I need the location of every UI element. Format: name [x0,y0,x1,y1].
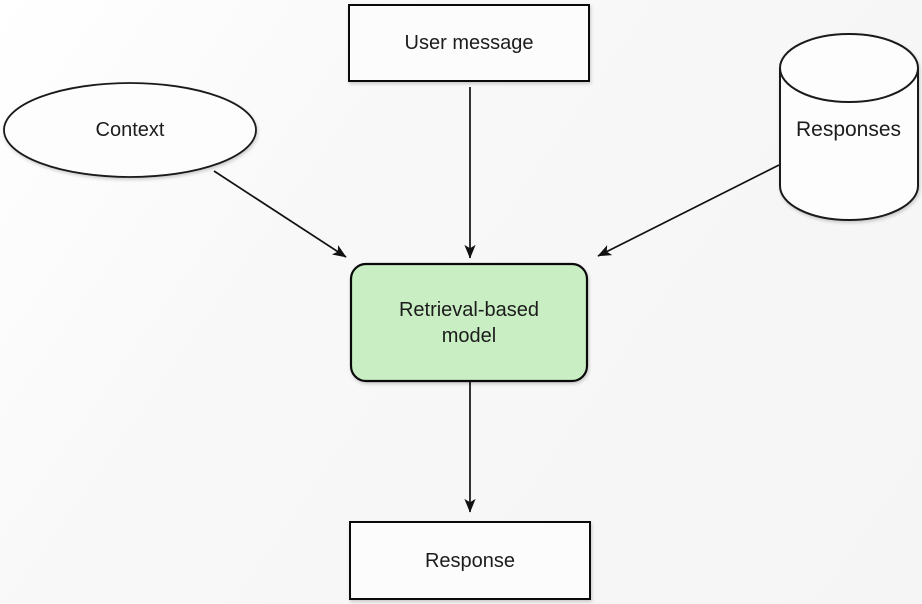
context-ellipse [3,82,257,178]
edge-responses-to-model [597,164,780,257]
model-box [349,262,589,383]
responses-cylinder [779,33,919,221]
edge-context-to-model [213,170,347,258]
user-message-box [348,4,590,82]
response-box [349,521,591,600]
